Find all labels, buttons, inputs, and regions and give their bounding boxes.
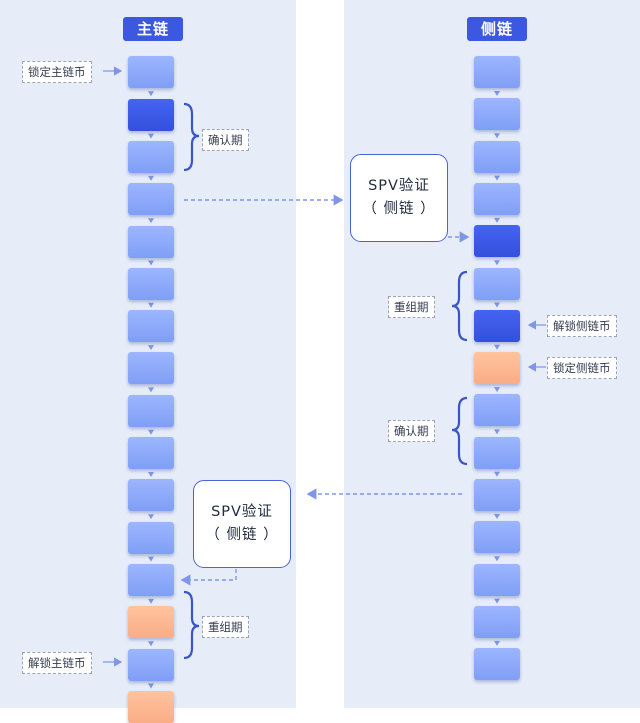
spv-bottom-subtitle: （ 侧链 ） [205, 527, 279, 543]
side-chain-block-6 [474, 267, 520, 300]
side-chain-title: 侧链 [467, 17, 527, 41]
side-chain-link-arrow-12 [494, 556, 500, 562]
main-chain-title: 主链 [123, 17, 183, 41]
main-chain-link-arrow-6 [148, 302, 154, 308]
main-chain-link-arrow-9 [148, 429, 154, 435]
side-reorg-brace [451, 270, 468, 342]
side-chain-block-9 [474, 394, 520, 427]
main-chain-block-11 [128, 479, 174, 512]
lock-side-coin-label: 锁定侧链币 [547, 357, 617, 379]
side-confirm-brace [451, 396, 468, 466]
main-chain-block-9 [128, 394, 174, 427]
spv-top-subtitle: （ 侧链 ） [362, 201, 436, 217]
main-reorg-brace [183, 590, 200, 660]
side-chain-link-arrow-1 [494, 91, 500, 96]
side-chain-link-arrow-4 [494, 217, 500, 223]
side-chain-block-10 [474, 436, 520, 469]
side-chain-block-2 [474, 98, 520, 131]
unlock-side-coin-label: 解锁侧链币 [547, 315, 617, 337]
main-confirm-period-label: 确认期 [202, 129, 249, 151]
side-chain-link-arrow-14 [494, 640, 500, 646]
main-chain-block-2 [128, 98, 174, 131]
main-chain-link-arrow-2 [148, 133, 154, 139]
spv-top-title: SPV验证 [368, 178, 430, 194]
main-chain-block-15 [128, 648, 174, 681]
main-chain-block-1 [128, 56, 174, 89]
side-chain-link-arrow-5 [494, 260, 500, 266]
side-chain-link-arrow-3 [494, 175, 500, 181]
main-chain-link-arrow-14 [148, 641, 154, 647]
side-chain-block-12 [474, 521, 520, 554]
unlock-main-coin-label: 解锁主链币 [22, 652, 92, 674]
side-chain-link-arrow-10 [494, 471, 500, 477]
connectors-layer [103, 66, 546, 689]
side-chain-link-arrow-8 [494, 387, 500, 393]
main-chain-link-arrow-5 [148, 260, 154, 266]
main-chain-block-3 [128, 140, 174, 173]
side-chain-block-8 [474, 352, 520, 385]
main-chain-link-arrow-15 [148, 683, 154, 689]
main-chain-block-8 [128, 352, 174, 385]
main-chain-link-arrow-12 [148, 556, 154, 562]
side-chain-link-arrow-9 [494, 429, 500, 435]
main-chain-link-arrow-7 [148, 345, 154, 351]
side-chain-block-5 [474, 225, 520, 258]
spv-bottom-title: SPV验证 [211, 504, 273, 520]
chain-arrows [148, 91, 500, 689]
main-chain-link-arrow-13 [148, 598, 154, 604]
main-chain-block-16 [128, 690, 174, 723]
side-chain-block-13 [474, 563, 520, 596]
main-chain-block-13 [128, 563, 174, 596]
side-chain-block-11 [474, 479, 520, 511]
lock-main-coin-label: 锁定主链币 [22, 61, 92, 83]
side-chain-block-1 [474, 56, 520, 88]
side-chain-block-7 [474, 309, 520, 342]
main-reorg-period-label: 重组期 [202, 616, 249, 638]
side-chain-link-arrow-2 [494, 133, 500, 139]
side-chain-block-3 [474, 140, 520, 173]
side-chain-link-arrow-11 [494, 514, 500, 519]
main-chain-block-7 [128, 310, 174, 343]
main-chain-block-6 [128, 267, 174, 300]
main-chain-link-arrow-8 [148, 387, 154, 393]
main-chain-block-4 [128, 183, 174, 216]
side-chain-link-arrow-13 [494, 598, 500, 604]
main-confirm-brace [183, 102, 200, 172]
spv-to-main-arrow [180, 562, 237, 586]
side-chain-link-arrow-6 [494, 302, 500, 308]
spv-verify-box-bottom: SPV验证 （ 侧链 ） [193, 480, 291, 568]
side-chain-link-arrow-7 [494, 344, 500, 350]
main-chain-block-12 [128, 521, 174, 554]
main-chain-link-arrow-11 [148, 514, 154, 520]
main-chain-block-10 [128, 437, 174, 469]
side-chain-block-14 [474, 605, 520, 638]
spv-verify-box-top: SPV验证 （ 侧链 ） [350, 154, 448, 242]
main-chain-link-arrow-4 [148, 218, 154, 224]
side-confirm-period-label: 确认期 [388, 420, 435, 442]
main-chain-block-5 [128, 225, 174, 258]
side-reorg-period-label: 重组期 [388, 296, 435, 318]
side-chain-block-15 [474, 648, 520, 681]
main-chain-link-arrow-10 [148, 472, 154, 477]
main-chain-block-14 [128, 606, 174, 639]
main-chain-link-arrow-3 [148, 175, 154, 181]
side-chain-block-4 [474, 182, 520, 215]
main-chain-link-arrow-1 [148, 91, 154, 97]
